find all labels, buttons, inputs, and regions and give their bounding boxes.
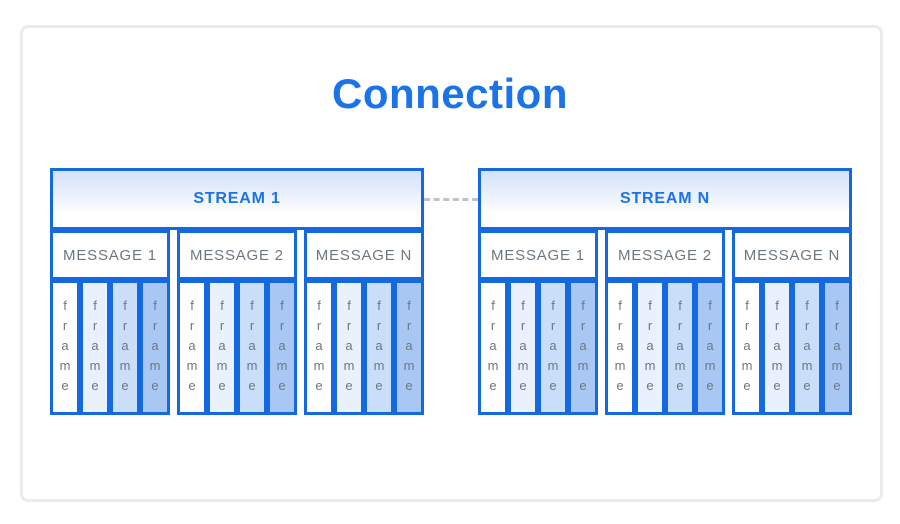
frame-cell: frame bbox=[568, 280, 598, 415]
frames-row: frame frame frame frame bbox=[478, 280, 598, 415]
stream-box-n: STREAM N MESSAGE 1 frame frame frame fra… bbox=[478, 168, 852, 415]
frame-cell: frame bbox=[110, 280, 140, 415]
message-label: MESSAGE N bbox=[743, 246, 841, 264]
message-box: MESSAGE N bbox=[304, 230, 424, 280]
frame-cell: frame bbox=[334, 280, 364, 415]
frame-cell: frame bbox=[267, 280, 297, 415]
frame-cell: frame bbox=[635, 280, 665, 415]
frame-cell: frame bbox=[665, 280, 695, 415]
streams-container: STREAM 1 MESSAGE 1 frame frame frame fra… bbox=[50, 168, 852, 415]
frame-label: frame bbox=[612, 297, 628, 398]
frame-cell: frame bbox=[822, 280, 852, 415]
message-label: MESSAGE 1 bbox=[491, 246, 585, 264]
frame-cell: frame bbox=[538, 280, 568, 415]
frame-cell: frame bbox=[50, 280, 80, 415]
frame-label: frame bbox=[57, 297, 73, 398]
stream-label: STREAM 1 bbox=[193, 190, 281, 207]
page-title: Connection bbox=[332, 70, 568, 117]
message-label: MESSAGE 2 bbox=[618, 246, 712, 264]
frame-label: frame bbox=[702, 297, 718, 398]
frame-label: frame bbox=[672, 297, 688, 398]
frame-cell: frame bbox=[177, 280, 207, 415]
frames-row: frame frame frame frame bbox=[177, 280, 297, 415]
message-label: MESSAGE 2 bbox=[190, 246, 284, 264]
frame-label: frame bbox=[147, 297, 163, 398]
stream-body-n: MESSAGE 1 frame frame frame frame MESSAG… bbox=[478, 230, 852, 415]
message-box: MESSAGE 1 bbox=[50, 230, 170, 280]
frame-cell: frame bbox=[478, 280, 508, 415]
frame-cell: frame bbox=[394, 280, 424, 415]
message-box: MESSAGE 2 bbox=[177, 230, 297, 280]
frame-label: frame bbox=[341, 297, 357, 398]
stream-connector-dashed-line bbox=[424, 198, 478, 201]
frame-label: frame bbox=[642, 297, 658, 398]
frame-label: frame bbox=[311, 297, 327, 398]
frame-cell: frame bbox=[732, 280, 762, 415]
message-label: MESSAGE 1 bbox=[63, 246, 157, 264]
frames-row: frame frame frame frame bbox=[732, 280, 852, 415]
frames-row: frame frame frame frame bbox=[605, 280, 725, 415]
message-column: MESSAGE 1 frame frame frame frame bbox=[50, 230, 170, 415]
message-box: MESSAGE 1 bbox=[478, 230, 598, 280]
frame-cell: frame bbox=[605, 280, 635, 415]
frame-label: frame bbox=[371, 297, 387, 398]
frame-cell: frame bbox=[304, 280, 334, 415]
frame-label: frame bbox=[401, 297, 417, 398]
frames-row: frame frame frame frame bbox=[304, 280, 424, 415]
frame-label: frame bbox=[545, 297, 561, 398]
frame-label: frame bbox=[515, 297, 531, 398]
frame-cell: frame bbox=[508, 280, 538, 415]
frames-row: frame frame frame frame bbox=[50, 280, 170, 415]
frame-cell: frame bbox=[364, 280, 394, 415]
frame-cell: frame bbox=[207, 280, 237, 415]
message-box: MESSAGE 2 bbox=[605, 230, 725, 280]
message-column: MESSAGE 2 frame frame frame frame bbox=[177, 230, 297, 415]
stream-box-1: STREAM 1 MESSAGE 1 frame frame frame fra… bbox=[50, 168, 424, 415]
frame-label: frame bbox=[184, 297, 200, 398]
frame-label: frame bbox=[87, 297, 103, 398]
frame-label: frame bbox=[244, 297, 260, 398]
message-column: MESSAGE 2 frame frame frame frame bbox=[605, 230, 725, 415]
frame-label: frame bbox=[829, 297, 845, 398]
stream-body-1: MESSAGE 1 frame frame frame frame MESSAG… bbox=[50, 230, 424, 415]
message-box: MESSAGE N bbox=[732, 230, 852, 280]
stream-header-n: STREAM N bbox=[478, 168, 852, 230]
message-label: MESSAGE N bbox=[315, 246, 413, 264]
frame-cell: frame bbox=[695, 280, 725, 415]
message-column: MESSAGE 1 frame frame frame frame bbox=[478, 230, 598, 415]
frame-label: frame bbox=[485, 297, 501, 398]
message-column: MESSAGE N frame frame frame frame bbox=[732, 230, 852, 415]
stream-label: STREAM N bbox=[620, 190, 710, 207]
frame-label: frame bbox=[575, 297, 591, 398]
frame-cell: frame bbox=[792, 280, 822, 415]
frame-cell: frame bbox=[237, 280, 267, 415]
message-column: MESSAGE N frame frame frame frame bbox=[304, 230, 424, 415]
frame-cell: frame bbox=[140, 280, 170, 415]
frame-label: frame bbox=[769, 297, 785, 398]
frame-label: frame bbox=[799, 297, 815, 398]
frame-label: frame bbox=[117, 297, 133, 398]
frame-label: frame bbox=[739, 297, 755, 398]
stream-header-1: STREAM 1 bbox=[50, 168, 424, 230]
frame-label: frame bbox=[274, 297, 290, 398]
frame-cell: frame bbox=[80, 280, 110, 415]
frame-label: frame bbox=[214, 297, 230, 398]
frame-cell: frame bbox=[762, 280, 792, 415]
